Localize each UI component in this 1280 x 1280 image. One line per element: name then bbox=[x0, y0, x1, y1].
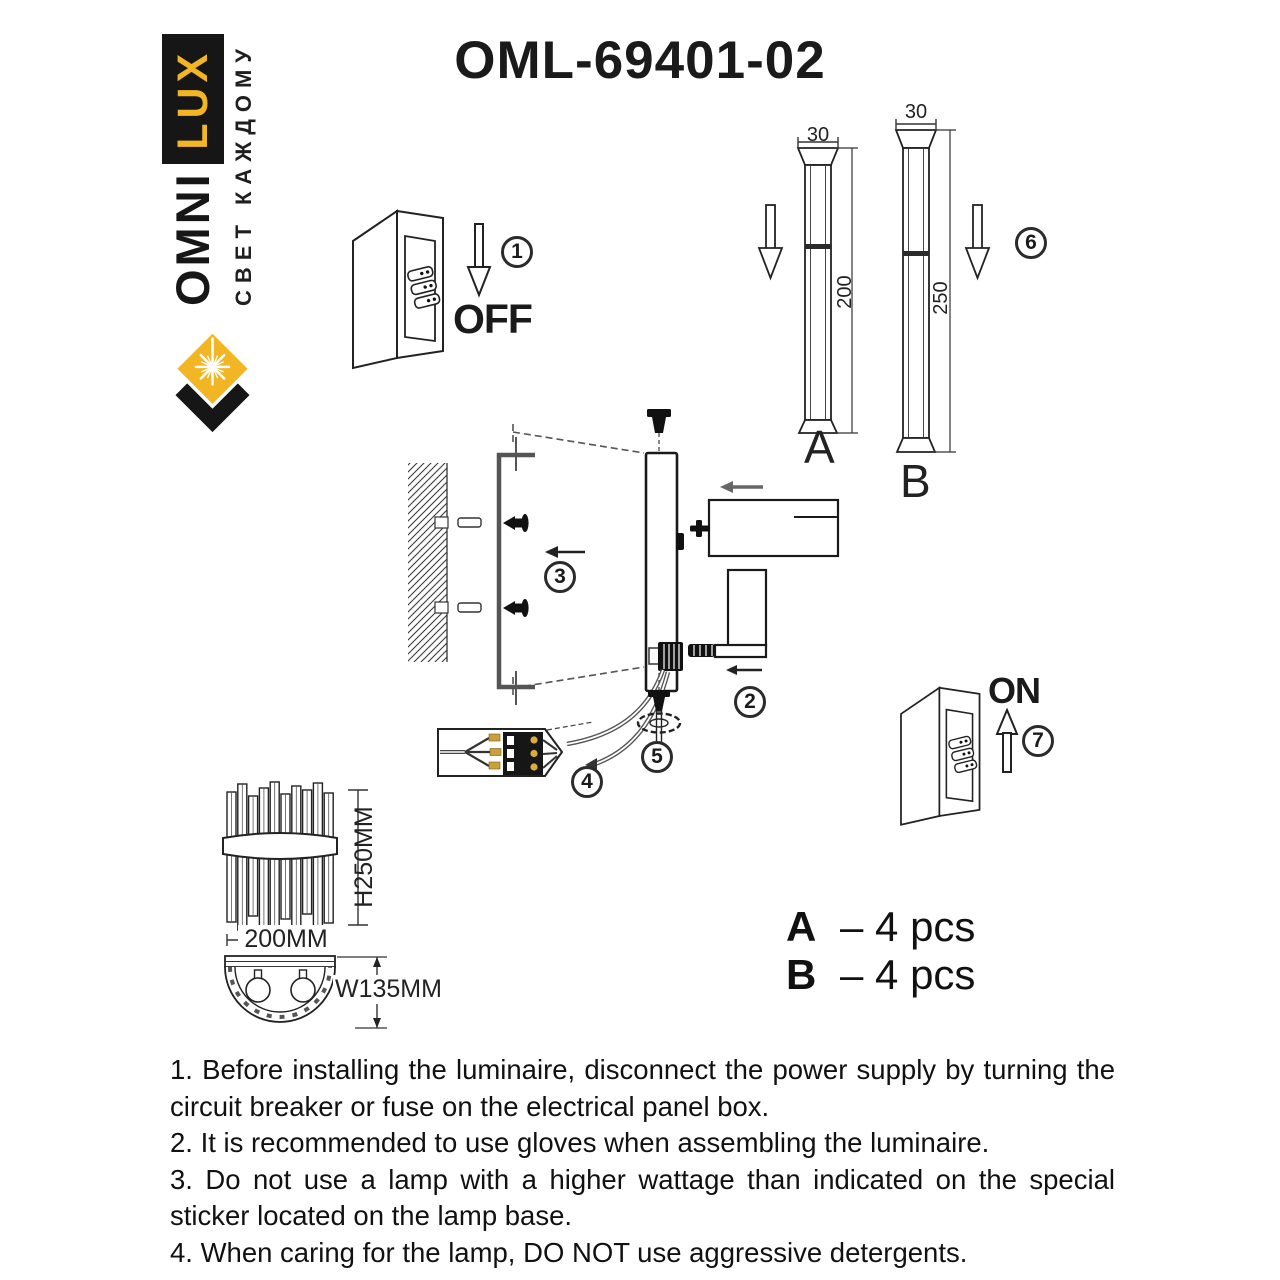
brand-logo: OMNI LUX СВЕТ КАЖДОМУ bbox=[162, 10, 264, 306]
brand-lux-box: LUX bbox=[162, 34, 224, 165]
step-1-badge: 1 bbox=[501, 236, 533, 268]
side-screw-icon bbox=[690, 520, 710, 537]
rod-b-length-label: 250 bbox=[930, 281, 952, 315]
instruction-item: 4. When caring for the lamp, DO NOT use … bbox=[170, 1236, 968, 1268]
wall-hatch bbox=[408, 463, 447, 662]
step-5-badge: 5 bbox=[641, 741, 673, 773]
starburst-icon bbox=[194, 337, 231, 386]
supply-wires bbox=[566, 669, 671, 767]
parts-count-row: A – 4 pcs bbox=[786, 903, 975, 951]
bulb-icon bbox=[245, 977, 271, 1003]
omnilux-diamond-logo-icon bbox=[171, 326, 254, 433]
instruction-item: 1. Before installing the luminaire, disc… bbox=[170, 1054, 1115, 1122]
lamp-dimensions-diagram bbox=[222, 781, 387, 1029]
instruction-item: 2. It is recommended to use gloves when … bbox=[170, 1127, 990, 1158]
step-2-badge: 2 bbox=[734, 686, 766, 718]
threaded-plug-icon bbox=[688, 644, 715, 657]
lamp-band bbox=[222, 832, 338, 860]
instructions-block: 1. Before installing the luminaire, disc… bbox=[170, 1052, 1115, 1271]
breaker-switches-icon bbox=[948, 735, 978, 774]
step-3-badge: 3 bbox=[544, 561, 576, 593]
parts-count-qty: – 4 pcs bbox=[840, 903, 976, 950]
terminal-block-callout bbox=[437, 728, 564, 777]
parts-count-row: B – 4 pcs bbox=[786, 951, 975, 999]
parts-count-label: B bbox=[786, 951, 817, 998]
bulb-icon bbox=[290, 977, 316, 1003]
lamp-top-view bbox=[224, 955, 336, 1023]
driver-box bbox=[707, 498, 840, 558]
plate-screw-icon bbox=[647, 409, 671, 433]
power-on-label: ON bbox=[988, 670, 1041, 711]
parts-count-label: A bbox=[786, 903, 817, 950]
mounting-screw-icon bbox=[503, 514, 529, 617]
step-6-badge: 6 bbox=[1015, 227, 1047, 259]
arrow-down-icon bbox=[466, 223, 492, 298]
part-b-label: B bbox=[900, 455, 931, 507]
brand-wordmark: OMNI LUX bbox=[162, 10, 224, 306]
finial-screw-icon bbox=[648, 690, 670, 711]
product-code-title: OML-69401-02 bbox=[454, 31, 826, 90]
brand-tagline-text: СВЕТ КАЖДОМУ bbox=[231, 42, 256, 306]
wire-connector-icon bbox=[648, 642, 683, 671]
wall-anchor bbox=[457, 602, 482, 613]
brand-omni-text: OMNI bbox=[166, 171, 219, 306]
lamp-width-label: 200MM bbox=[238, 925, 334, 954]
power-off-label: OFF bbox=[453, 296, 533, 342]
wall-anchor bbox=[457, 517, 482, 528]
arrow-down-icon bbox=[757, 204, 784, 281]
wall-mounting-diagram bbox=[408, 409, 840, 777]
lamp-arm bbox=[726, 568, 768, 648]
breaker-panel-off-icon bbox=[352, 209, 444, 370]
mounting-bracket bbox=[496, 452, 535, 690]
parts-count-list: A – 4 pcs B – 4 pcs bbox=[786, 903, 975, 999]
rod-b-width-label: 30 bbox=[904, 101, 928, 123]
rod-a-width-label: 30 bbox=[806, 124, 830, 146]
instruction-item: 3. Do not use a lamp with a higher watta… bbox=[170, 1163, 1115, 1232]
lamp-depth-label: W135MM bbox=[333, 975, 444, 1004]
arrow-down-icon bbox=[964, 204, 991, 281]
decorative-ring-icon bbox=[636, 712, 682, 734]
lamp-height-label: H250MM bbox=[350, 806, 378, 908]
rod-b-diagram bbox=[894, 119, 991, 453]
brand-lux-text: LUX bbox=[168, 48, 217, 150]
step-4-badge: 4 bbox=[571, 766, 603, 798]
breaker-panel-on-icon bbox=[900, 686, 981, 826]
step-7-badge: 7 bbox=[1022, 725, 1054, 757]
rod-a-diagram bbox=[757, 137, 858, 434]
rod-a-length-label: 200 bbox=[834, 275, 856, 309]
parts-count-qty: – 4 pcs bbox=[840, 951, 976, 998]
part-a-label: A bbox=[804, 421, 835, 473]
arrow-up-icon bbox=[995, 708, 1019, 773]
breaker-switches-icon bbox=[407, 266, 441, 309]
